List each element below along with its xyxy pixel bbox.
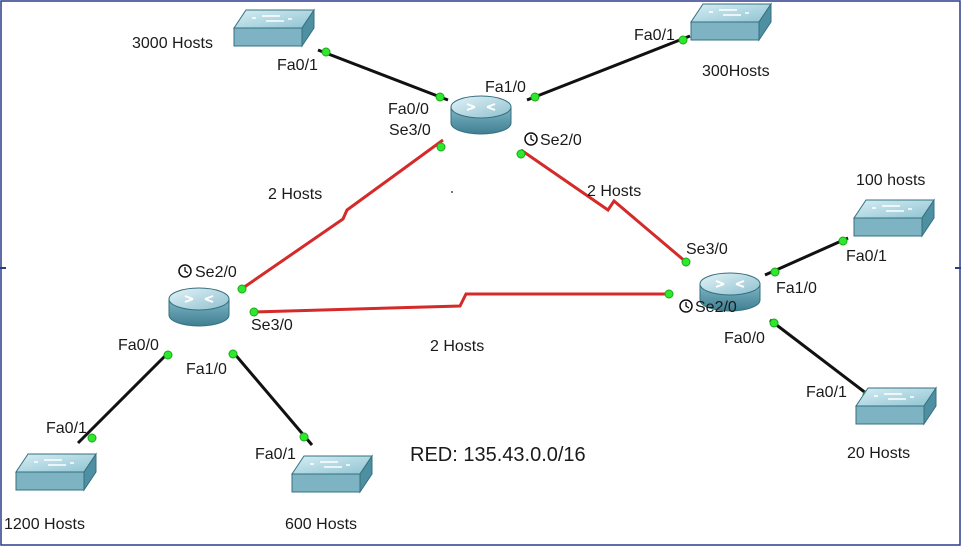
serial-link-left-right [251, 292, 668, 314]
port-label: Se2/0 [195, 264, 237, 281]
port-label: Fa0/1 [806, 384, 847, 401]
link-label-left-right: 2 Hosts [430, 338, 484, 355]
port-label: Fa0/0 [118, 337, 159, 354]
port-label: Fa0/1 [46, 420, 87, 437]
network-address-note: RED: 135.43.0.0/16 [410, 444, 586, 466]
port-label: Fa0/1 [846, 248, 887, 265]
switch-600-label: 600 Hosts [285, 516, 357, 533]
router-top[interactable] [450, 95, 512, 135]
switch-20-label: 20 Hosts [847, 445, 910, 462]
port-label: Fa0/0 [724, 330, 765, 347]
switch-100-hosts[interactable] [853, 199, 935, 237]
link-top-router-to-300-hosts [526, 34, 691, 102]
port-label: Fa0/0 [388, 101, 429, 118]
clock-icon [524, 132, 538, 146]
port-label: Fa1/0 [776, 280, 817, 297]
port-label: Fa0/1 [277, 57, 318, 74]
switch-300-label: 300Hosts [702, 63, 770, 80]
port-label: Se3/0 [686, 241, 728, 258]
clock-icon [178, 264, 192, 278]
port-label: Se3/0 [389, 122, 431, 139]
port-label: Se3/0 [251, 317, 293, 334]
port-label: Se2/0 [695, 299, 737, 316]
switch-300-hosts[interactable] [690, 3, 772, 41]
serial-link-top-left [239, 138, 444, 292]
switch-1200-hosts[interactable] [15, 453, 97, 491]
port-label: Fa1/0 [186, 361, 227, 378]
port-label: Fa0/1 [634, 27, 675, 44]
link-right-router-to-20-hosts [769, 318, 876, 402]
router-left[interactable] [168, 287, 230, 327]
switch-100-label: 100 hosts [856, 172, 925, 189]
link-left-router-to-1200-hosts [76, 351, 170, 445]
switch-1200-label: 1200 Hosts [4, 516, 85, 533]
link-label-top-left: 2 Hosts [268, 186, 322, 203]
clock-icon [679, 299, 693, 313]
port-label: Se2/0 [540, 132, 582, 149]
switch-600-hosts[interactable] [291, 455, 373, 493]
port-label: Fa0/1 [255, 446, 296, 463]
switch-20-hosts[interactable] [855, 387, 937, 425]
link-top-router-to-3000-hosts [317, 48, 449, 102]
switch-3000-hosts[interactable] [233, 9, 315, 47]
link-label-top-right: 2 Hosts [587, 183, 641, 200]
switch-3000-label: 3000 Hosts [132, 35, 213, 52]
port-label: Fa1/0 [485, 79, 526, 96]
link-right-router-to-100-hosts [764, 236, 849, 277]
serial-link-top-right [520, 148, 687, 264]
link-left-router-to-600-hosts [231, 351, 314, 446]
stray-dot [451, 191, 453, 193]
